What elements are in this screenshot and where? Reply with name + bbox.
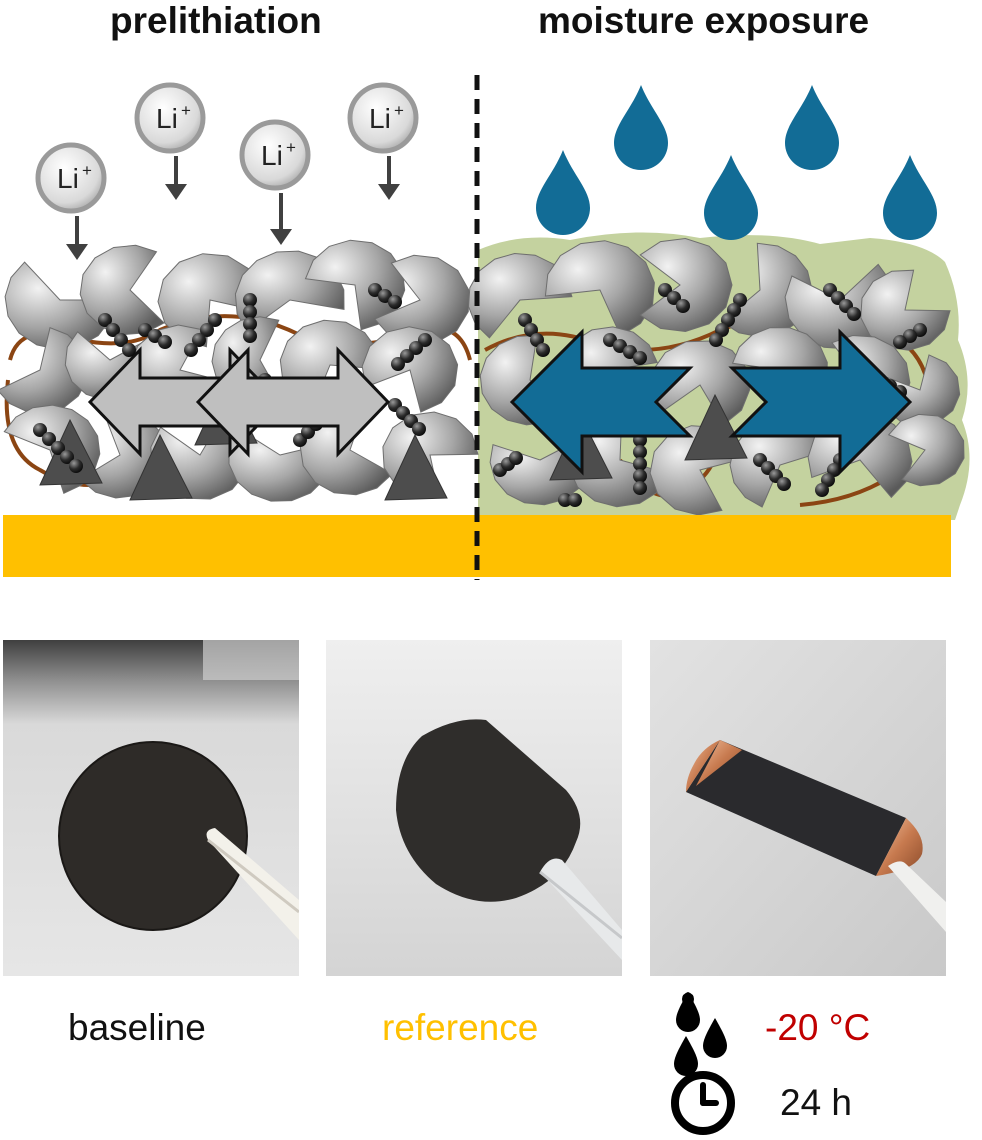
active-particle <box>361 326 459 413</box>
caption-baseline: baseline <box>68 1007 206 1048</box>
svg-text:Li: Li <box>57 163 79 194</box>
carbon-particle <box>633 469 647 483</box>
lithium-ion: Li+ <box>347 82 419 200</box>
carbon-particle <box>243 329 257 343</box>
carbon-particle <box>777 477 791 491</box>
carbon-particle <box>558 493 572 507</box>
carbon-particle <box>243 293 257 307</box>
water-droplet-icon <box>704 155 758 240</box>
active-particle <box>129 433 193 501</box>
svg-text:Li: Li <box>261 140 283 171</box>
water-droplet-icon <box>883 155 937 240</box>
water-droplet-icon <box>785 85 839 170</box>
water-droplets <box>536 85 937 240</box>
droplet-icon <box>674 992 727 1076</box>
carbon-particle <box>409 341 423 355</box>
lithium-ion: Li+ <box>239 119 311 245</box>
carbon-particle <box>388 295 402 309</box>
lithium-ion: Li+ <box>35 142 107 260</box>
carbon-particle <box>633 481 647 495</box>
carbon-particle <box>42 432 56 446</box>
svg-text:+: + <box>394 101 404 120</box>
carbon-particle <box>51 441 65 455</box>
carbon-particle <box>400 349 414 363</box>
carbon-particle <box>633 457 647 471</box>
active-particle <box>887 413 965 487</box>
carbon-particle <box>667 291 681 305</box>
carbon-particle <box>412 422 426 436</box>
carbon-particle <box>106 323 120 337</box>
ion-transport-arrow-left <box>195 346 391 458</box>
lithium-ion: Li+ <box>134 82 206 200</box>
carbon-particle <box>98 313 112 327</box>
carbon-particle <box>676 299 690 313</box>
carbon-particle <box>847 307 861 321</box>
active-particle <box>384 433 448 501</box>
carbon-particle <box>122 343 136 357</box>
title-prelithiation: prelithiation <box>110 0 322 41</box>
active-particle <box>0 327 88 414</box>
ion-transport-arrow-right <box>728 328 913 476</box>
carbon-particle <box>536 343 550 357</box>
carbon-particle <box>114 333 128 347</box>
carbon-particle <box>509 451 523 465</box>
caption-temperature: -20 °C <box>765 1007 871 1048</box>
photo-reference <box>326 640 622 976</box>
carbon-particle <box>200 323 214 337</box>
lithium-ions: Li+Li+Li+Li+ <box>35 82 419 260</box>
active-particle <box>544 240 655 337</box>
carbon-particle <box>815 483 829 497</box>
svg-text:+: + <box>286 138 296 157</box>
carbon-particle <box>658 283 672 297</box>
active-particle <box>860 269 951 351</box>
active-particle <box>639 237 733 333</box>
carbon-particle <box>192 333 206 347</box>
carbon-particle <box>208 313 222 327</box>
title-moisture-exposure: moisture exposure <box>538 0 870 41</box>
carbon-particle <box>33 423 47 437</box>
carbon-particle <box>418 333 432 347</box>
photo-baseline <box>3 640 299 976</box>
carbon-particle <box>69 459 83 473</box>
svg-text:+: + <box>82 161 92 180</box>
svg-text:Li: Li <box>156 103 178 134</box>
carbon-particle <box>60 450 74 464</box>
carbon-particle <box>158 335 172 349</box>
clock-icon <box>671 1071 735 1135</box>
svg-text:+: + <box>181 101 191 120</box>
carbon-particle <box>391 357 405 371</box>
carbon-particle <box>893 335 907 349</box>
carbon-particle <box>633 445 647 459</box>
water-droplet-icon <box>614 85 668 170</box>
carbon-particle <box>709 333 723 347</box>
caption-duration: 24 h <box>780 1082 853 1123</box>
caption-reference: reference <box>382 1007 539 1048</box>
carbon-particle <box>633 351 647 365</box>
active-particle <box>684 393 748 461</box>
carbon-particle <box>243 305 257 319</box>
carbon-particle <box>568 493 582 507</box>
water-droplet-icon <box>536 150 590 235</box>
carbon-particle <box>243 317 257 331</box>
ion-transport-arrow-right <box>509 328 694 476</box>
carbon-particle <box>184 343 198 357</box>
svg-text:Li: Li <box>369 103 391 134</box>
photo-moisture-exposed <box>650 640 946 976</box>
